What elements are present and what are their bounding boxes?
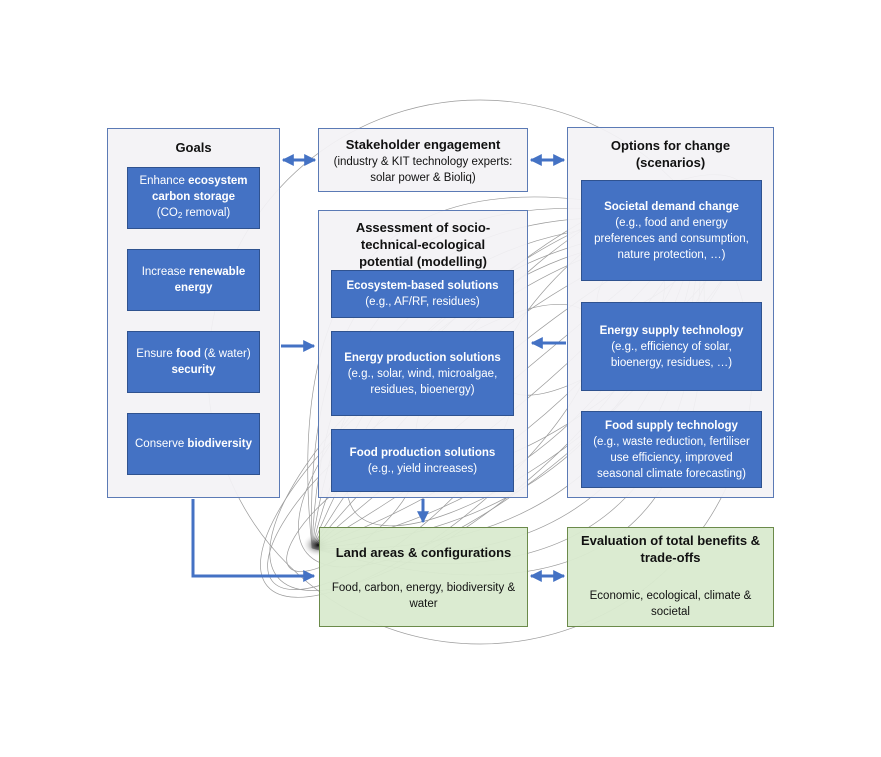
ecosystem-solutions-box: Ecosystem-based solutions (e.g., AF/RF, … [331,270,514,318]
stakeholder-panel: Stakeholder engagement (industry & KIT t… [318,128,528,192]
stakeholder-title: Stakeholder engagement [345,137,501,152]
land-areas-panel: Land areas & configurations Food, carbon… [319,527,528,627]
goals-title: Goals [175,140,212,155]
options-title: Options for change (scenarios) [610,138,731,170]
goal-renewable-energy: Increase renewable energy [127,249,260,311]
food-supply-box: Food supply technology (e.g., waste redu… [581,411,762,488]
stakeholder-text: (industry & KIT technology experts: sola… [333,156,513,184]
energy-production-box: Energy production solutions (e.g., solar… [331,331,514,416]
assessment-title: Assessment of socio-technical-ecological… [355,220,491,269]
goal-carbon-storage: Enhance ecosystem carbon storage (CO2 re… [127,167,260,229]
goal-biodiversity: Conserve biodiversity [127,413,260,475]
societal-demand-box: Societal demand change (e.g., food and e… [581,180,762,281]
land-areas-text: Food, carbon, energy, biodiversity & wat… [331,582,516,610]
evaluation-text: Economic, ecological, climate & societal [589,590,752,618]
energy-supply-box: Energy supply technology (e.g., efficien… [581,302,762,391]
land-areas-title: Land areas & configurations [335,545,512,560]
evaluation-title: Evaluation of total benefits & trade-off… [580,533,761,565]
food-production-box: Food production solutions (e.g., yield i… [331,429,514,492]
evaluation-panel: Evaluation of total benefits & trade-off… [567,527,774,627]
goal-food-security: Ensure food (& water) security [127,331,260,393]
